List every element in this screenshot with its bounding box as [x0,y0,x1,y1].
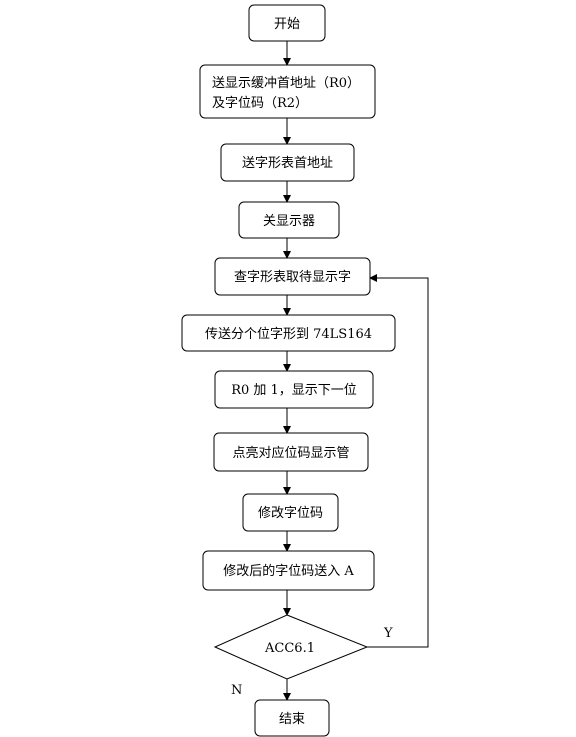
node-send-table-text: 送字形表首地址 [242,156,333,171]
node-lookup-text: 查字形表取待显示字 [234,270,351,285]
edges [283,41,429,701]
node-send-table: 送字形表首地址 [220,143,355,182]
branch-label-no: N [231,683,242,698]
node-send-buffer-text-line2: 及字位码（R2） [212,96,308,111]
node-decision-text: ACC6.1 [264,641,315,656]
node-light-text: 点亮对应位码显示管 [232,445,349,461]
node-send-a-text: 修改后的字位码送入 A [223,563,354,579]
node-transfer: 传送分个位字形到 74LS164 [181,314,396,352]
node-decision: ACC6.1 [213,614,369,680]
node-turn-off-text: 关显示器 [263,214,315,229]
node-modify-text: 修改字位码 [258,506,323,521]
node-transfer-text: 传送分个位字形到 74LS164 [205,327,372,342]
node-light: 点亮对应位码显示管 [213,432,369,472]
node-start: 开始 [248,4,326,42]
node-send-a: 修改后的字位码送入 A [202,550,375,591]
branch-label-yes: Y [383,626,393,641]
node-end-text: 结束 [279,712,305,727]
node-turn-off: 关显示器 [238,201,340,239]
node-increment-text: R0 加 1，显示下一位 [231,383,357,398]
edge-decision-loop-back [367,274,429,648]
node-send-buffer-text-line1: 送显示缓冲首地址（R0） [212,76,360,91]
node-end: 结束 [254,699,330,737]
node-modify: 修改字位码 [242,493,339,532]
node-send-buffer: 送显示缓冲首地址（R0） 及字位码（R2） [199,64,376,119]
node-lookup: 查字形表取待显示字 [214,257,371,296]
node-start-text: 开始 [274,17,300,32]
node-increment: R0 加 1，显示下一位 [214,370,374,409]
